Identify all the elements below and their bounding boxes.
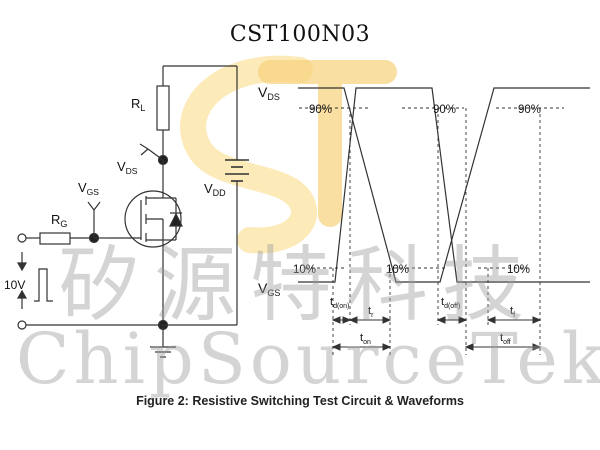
pct-90-label: 90% — [518, 104, 541, 116]
vds-wave-label: VDS — [258, 84, 280, 102]
pct-90-label: 90% — [309, 104, 332, 116]
vds-waveform — [298, 87, 590, 283]
vds-probe-label: VDS — [117, 159, 138, 176]
input-terminal-top — [17, 233, 27, 243]
rl-label: RL — [131, 96, 145, 113]
td-off-label: td(off) — [441, 296, 460, 310]
vgs-probe-label: VGS — [78, 180, 99, 197]
circuit-labels: RL VDS VDD VGS RG 10V — [4, 96, 226, 292]
figure-caption: Figure 2: Resistive Switching Test Circu… — [136, 394, 464, 408]
toff-label: toff — [500, 332, 511, 346]
page-title: CST100N03 — [229, 22, 371, 47]
watermark-chinese: 矽源特科技 — [58, 238, 539, 333]
tr-label: tr — [368, 305, 374, 319]
watermark-english: ChipSourceTek — [16, 318, 600, 400]
pct-10-label: 10% — [507, 264, 530, 276]
tf-label: tf — [510, 305, 515, 319]
waveforms — [298, 87, 590, 355]
vdd-label: VDD — [204, 181, 226, 198]
pct-10-label: 10% — [386, 264, 409, 276]
timing-arrows — [331, 316, 542, 351]
logo-t-shape — [258, 60, 397, 227]
marker-lines — [299, 107, 564, 355]
mosfet-body — [124, 190, 182, 248]
vgs-wave-label: VGS — [258, 280, 280, 298]
body-diode-icon — [169, 212, 183, 227]
pct-10-label: 10% — [293, 264, 316, 276]
pct-90-label: 90% — [433, 104, 456, 116]
test-circuit — [16, 65, 249, 358]
ton-label: ton — [360, 332, 371, 346]
waveform-labels: VDS VGS 90% 90% 90% 10% 10% 10% td(on) t… — [258, 84, 541, 346]
td-on-label: td(on) — [330, 296, 349, 310]
rg-label: RG — [51, 212, 67, 229]
logo-s-shape — [180, 55, 318, 254]
vgs-waveform — [298, 87, 590, 283]
pulse-amplitude-label: 10V — [4, 278, 25, 292]
pulse-icon — [34, 268, 53, 302]
rl-resistor — [156, 85, 170, 131]
